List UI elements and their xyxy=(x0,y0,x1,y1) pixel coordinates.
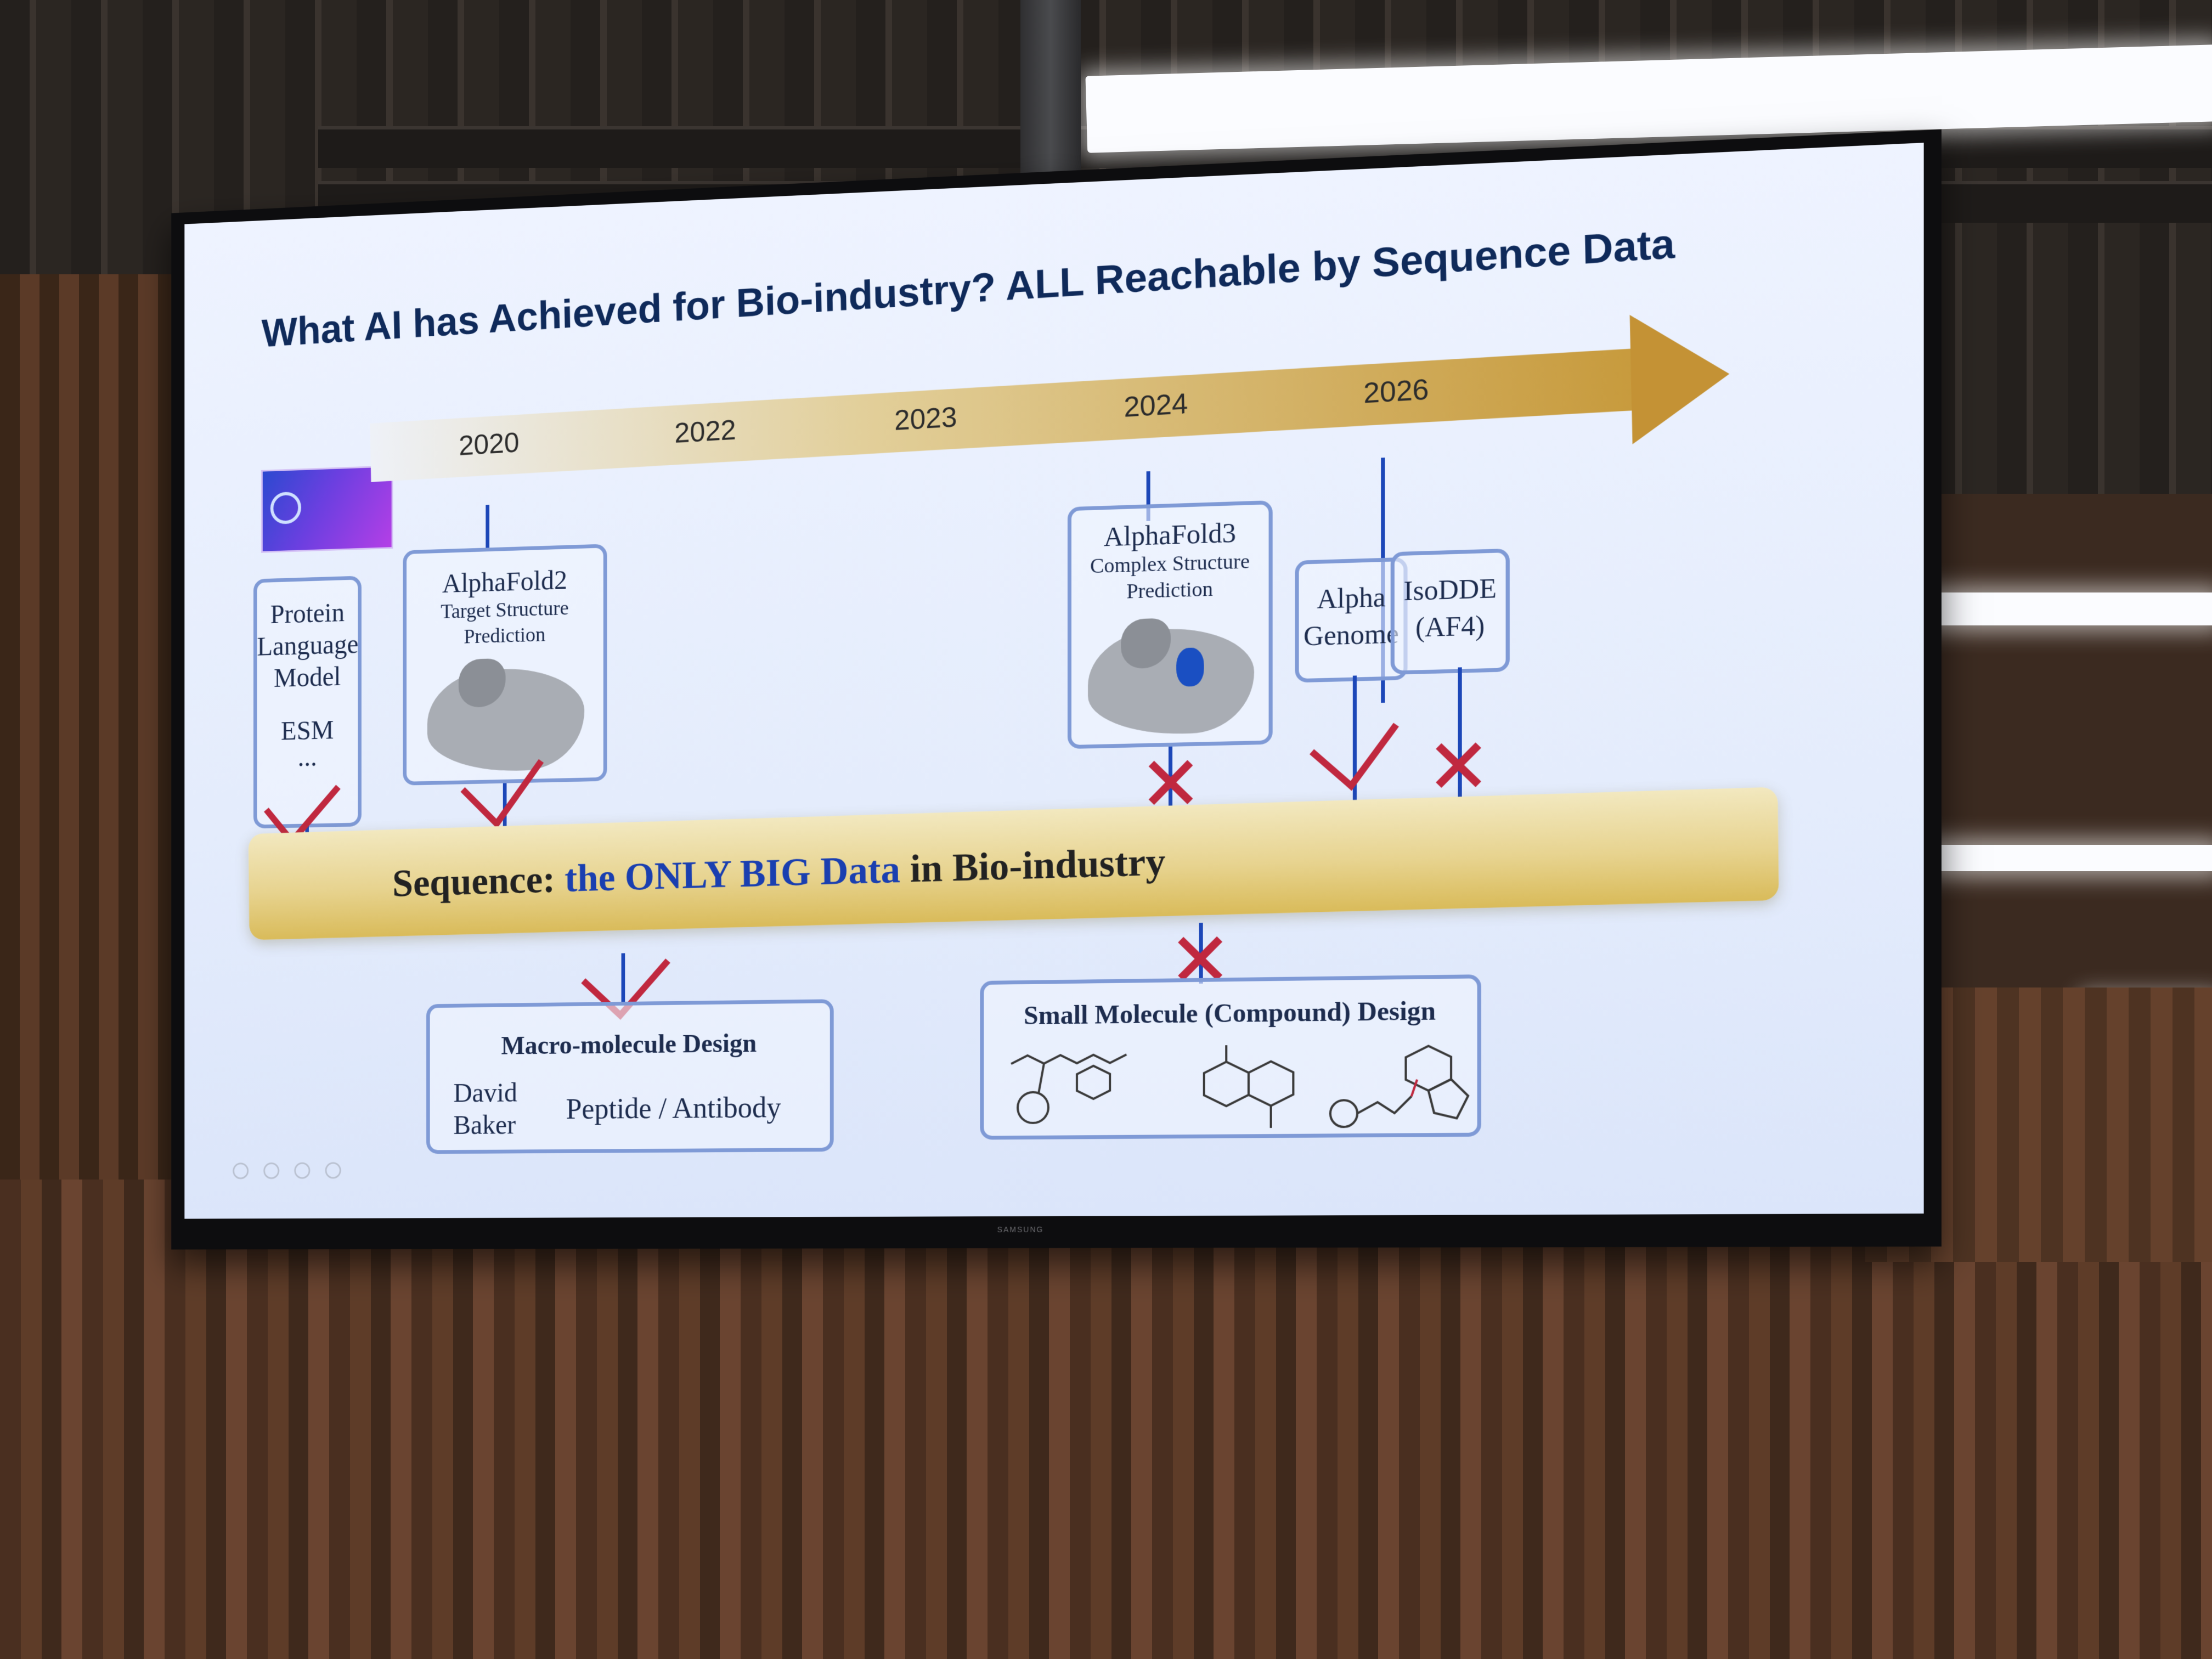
cross-mark-icon xyxy=(1433,740,1484,791)
molecule-structure-icon xyxy=(1182,1039,1305,1134)
cross-mark-icon xyxy=(1146,757,1196,808)
tv-brand-logo: SAMSUNG xyxy=(997,1224,1044,1234)
tv-screen: What AI has Achieved for Bio-industry? A… xyxy=(171,129,1942,1250)
card-text: Peptide / Antibody xyxy=(566,1091,781,1125)
card-alphafold3: AlphaFold3 Complex Structure Prediction xyxy=(1067,500,1273,749)
logo-glyph-icon xyxy=(270,491,301,524)
card-title: Small Molecule (Compound) Design xyxy=(1023,996,1436,1030)
year-label: 2020 xyxy=(458,427,520,462)
check-mark-icon xyxy=(1306,719,1402,794)
presentation-slide: What AI has Achieved for Bio-industry? A… xyxy=(184,143,1924,1219)
cross-mark-icon xyxy=(1175,934,1225,984)
card-small-molecule-design: Small Molecule (Compound) Design xyxy=(980,974,1481,1140)
background-lower-wall xyxy=(0,1180,2212,1659)
card-isodde: IsoDDE (AF4) xyxy=(1390,548,1510,675)
card-text: Protein xyxy=(270,597,345,629)
card-text: Alpha xyxy=(1317,581,1386,614)
banner-suffix: in Bio-industry xyxy=(900,839,1166,891)
card-text: Baker xyxy=(453,1109,516,1140)
card-text: ... xyxy=(297,741,317,772)
card-alphafold2: AlphaFold2 Target Structure Prediction xyxy=(403,544,607,786)
protein-complex-icon xyxy=(1088,627,1255,736)
banner-highlight: the ONLY BIG Data xyxy=(564,847,901,900)
check-mark-icon xyxy=(458,755,546,832)
card-text: Genome xyxy=(1304,617,1399,652)
ligand-icon xyxy=(1176,647,1204,687)
molecule-structure-icon xyxy=(1321,1034,1474,1136)
year-label: 2024 xyxy=(1123,387,1188,424)
card-macro-molecule-design: Macro-molecule Design David Baker Peptid… xyxy=(426,999,834,1154)
timeline-arrow-head-icon xyxy=(1629,309,1731,444)
molecule-structure-icon xyxy=(1006,1041,1149,1130)
card-text: (AF4) xyxy=(1415,610,1485,643)
banner-prefix: Sequence: xyxy=(392,857,565,905)
year-label: 2026 xyxy=(1363,373,1429,410)
card-text: Language xyxy=(257,628,359,662)
timeline-arrow-shaft xyxy=(370,348,1644,482)
slide-controls-icon[interactable] xyxy=(230,1160,364,1182)
card-text: David xyxy=(453,1077,517,1108)
sequence-banner-text: Sequence: the ONLY BIG Data in Bio-indus… xyxy=(249,834,1321,910)
year-label: 2023 xyxy=(894,401,958,437)
card-text: Model xyxy=(274,661,341,693)
year-label: 2022 xyxy=(674,414,737,449)
card-text: IsoDDE xyxy=(1403,572,1497,607)
ceiling-light xyxy=(1909,845,2212,871)
card-subtitle: Prediction xyxy=(464,623,546,648)
ceiling-light xyxy=(1898,592,2212,625)
card-title: Macro-molecule Design xyxy=(501,1029,757,1060)
timeline-connector xyxy=(486,505,490,548)
